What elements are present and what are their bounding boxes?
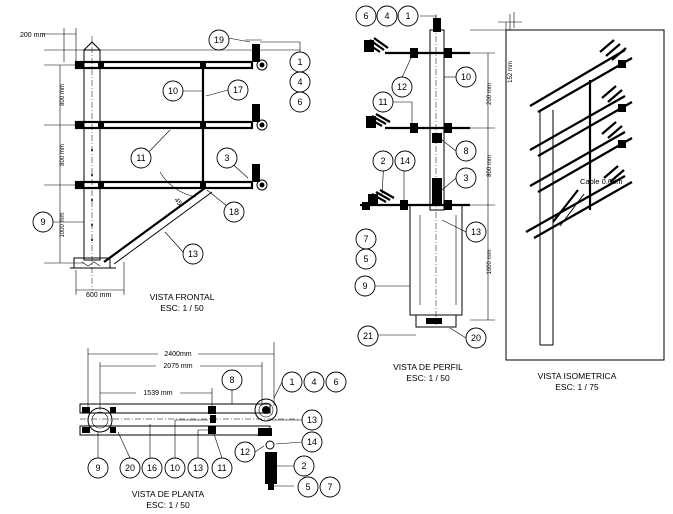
side-view-title: VISTA DE PERFIL: [393, 362, 463, 372]
svg-text:3: 3: [463, 173, 468, 183]
plan-dim-1539: 1539 mm: [143, 390, 172, 397]
svg-text:7: 7: [327, 482, 332, 492]
iso-dim-152: 152 mm: [508, 61, 514, 83]
svg-text:13: 13: [193, 463, 203, 473]
isometric-view: 152 mm Cable 0.05m VISTA ISOMETRICA ESC:…: [498, 12, 665, 392]
iso-arm-low: [529, 121, 633, 193]
front-crossarm-low: [74, 180, 254, 190]
svg-text:20: 20: [471, 333, 481, 343]
front-dim-800b: 800 mm: [60, 144, 66, 166]
front-dim-800a: 800 mm: [60, 84, 66, 106]
svg-text:6: 6: [333, 377, 338, 387]
svg-text:1: 1: [289, 377, 294, 387]
iso-view-title: VISTA ISOMETRICA: [538, 371, 617, 381]
svg-text:13: 13: [307, 415, 317, 425]
iso-arm-top: [529, 39, 633, 113]
side-dim-1000: 1000 mm: [487, 249, 493, 274]
plan-balloons: 8 1 4 6 13 14 12 2 5 7 9 20 16 10 13 11: [87, 369, 347, 498]
svg-text:2: 2: [380, 156, 385, 166]
svg-text:9: 9: [362, 281, 367, 291]
front-dim-200: 200 mm: [20, 32, 45, 39]
plan-view-scale: ESC: 1 / 50: [146, 500, 190, 510]
isometric-frame: [505, 29, 665, 361]
svg-text:5: 5: [363, 254, 368, 264]
side-view: 200 mm 800 mm 1000 mm 6 4 1 12 10 11 8 2…: [354, 5, 515, 383]
front-view-scale: ESC: 1 / 50: [160, 303, 204, 313]
svg-text:10: 10: [168, 86, 178, 96]
svg-text:6: 6: [363, 11, 368, 21]
svg-text:2: 2: [301, 461, 306, 471]
svg-text:13: 13: [188, 249, 198, 259]
plan-dim-2075: 2075 mm: [163, 363, 192, 370]
side-arm-low: [360, 178, 470, 210]
side-arm-top: [364, 37, 470, 58]
front-dim-1000: 1000 mm: [60, 212, 66, 237]
front-angle-label: 45°: [172, 196, 185, 209]
side-dim-800: 800 mm: [487, 155, 493, 177]
svg-text:5: 5: [305, 482, 310, 492]
front-insulator-low: [252, 164, 268, 191]
svg-text:11: 11: [136, 153, 145, 163]
side-arm-mid: [366, 113, 470, 143]
svg-text:1: 1: [297, 57, 302, 67]
svg-text:4: 4: [311, 377, 316, 387]
iso-arm-bottom: [525, 165, 633, 239]
plan-beam-top: [79, 403, 271, 414]
svg-text:13: 13: [471, 227, 481, 237]
front-insulator-top: [245, 39, 268, 71]
iso-cable-note: Cable 0.05m: [580, 177, 623, 186]
front-dim-600: 600 mm: [86, 292, 111, 299]
svg-text:8: 8: [463, 146, 468, 156]
svg-text:12: 12: [240, 447, 250, 457]
svg-text:4: 4: [297, 77, 302, 87]
svg-text:12: 12: [397, 82, 407, 92]
front-insulator-mid: [252, 104, 268, 131]
svg-text:6: 6: [297, 97, 302, 107]
iso-arm-mid: [529, 85, 633, 157]
svg-text:14: 14: [400, 156, 410, 166]
svg-text:11: 11: [378, 97, 387, 107]
plan-pole-section: [87, 407, 113, 433]
front-view-title: VISTA FRONTAL: [150, 292, 215, 302]
svg-text:20: 20: [125, 463, 135, 473]
front-view: 200 mm 800 mm 800 mm 1000 mm 600 mm 45° …: [20, 28, 311, 313]
svg-text:21: 21: [363, 331, 373, 341]
svg-text:3: 3: [224, 153, 229, 163]
iso-view-scale: ESC: 1 / 75: [555, 382, 599, 392]
svg-text:4: 4: [384, 11, 389, 21]
svg-text:18: 18: [229, 207, 239, 217]
svg-text:14: 14: [307, 437, 317, 447]
plan-suspension-insulator: [265, 452, 277, 484]
svg-text:16: 16: [147, 463, 157, 473]
front-diagonal-strut: [103, 187, 206, 263]
svg-text:9: 9: [95, 463, 100, 473]
svg-text:10: 10: [461, 72, 471, 82]
side-view-scale: ESC: 1 / 50: [406, 373, 450, 383]
side-dim-200: 200 mm: [487, 83, 493, 105]
svg-text:7: 7: [363, 234, 368, 244]
svg-text:1: 1: [405, 11, 410, 21]
side-foundation: [415, 314, 457, 328]
svg-text:11: 11: [217, 463, 226, 473]
front-crossarm-mid: [74, 120, 254, 130]
svg-text:8: 8: [229, 375, 234, 385]
plan-view: 2400mm 2075 mm 1539 mm: [79, 342, 347, 510]
front-crossarm-top: [74, 60, 254, 70]
svg-text:17: 17: [233, 85, 243, 95]
plan-insulator: [254, 398, 278, 422]
svg-text:9: 9: [40, 217, 45, 227]
side-top-insulator: [433, 18, 441, 32]
iso-diagonal-strut: [552, 189, 579, 223]
svg-text:19: 19: [214, 35, 224, 45]
side-balloons: 6 4 1 12 10 11 8 2 14 3 13 7 5 9 21 20: [354, 5, 487, 349]
plan-dim-2400: 2400mm: [164, 351, 191, 358]
plan-view-title: VISTA DE PLANTA: [132, 489, 205, 499]
front-balloons: 19 1 4 6 10 17 11 3 18 9 13: [32, 29, 311, 265]
svg-text:10: 10: [170, 463, 180, 473]
